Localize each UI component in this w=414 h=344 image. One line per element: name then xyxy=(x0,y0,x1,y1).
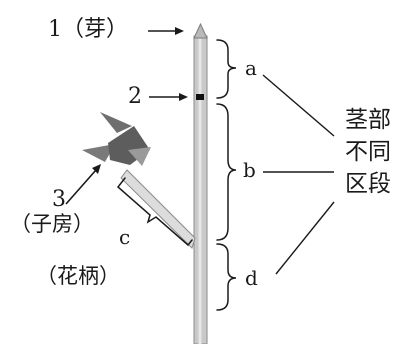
segment-b-letter: b xyxy=(243,158,256,182)
leader-a xyxy=(262,74,335,137)
stem-segments-line: 茎部 xyxy=(345,107,391,133)
ovary-number-label: 3 xyxy=(52,187,66,212)
brace-b xyxy=(216,103,237,241)
pedicel-label: （花柄） xyxy=(36,264,120,288)
segment-a-letter: a xyxy=(245,56,257,80)
stem-segments-line: 不同 xyxy=(345,139,391,165)
brace-a xyxy=(216,39,237,99)
node-mark xyxy=(196,94,204,100)
pedicel xyxy=(120,169,196,249)
bud-label: 1（芽） xyxy=(48,17,128,42)
brace-d xyxy=(216,243,237,311)
ovary-label: （子房） xyxy=(10,212,94,236)
stem-segments-line: 区段 xyxy=(345,171,391,197)
segment-d-letter: d xyxy=(245,266,258,290)
segment-c-letter: c xyxy=(119,225,131,249)
leader-d xyxy=(275,201,335,275)
ovary-arrow xyxy=(65,169,97,205)
ovary-flower xyxy=(82,112,151,166)
stem-segments-label: 茎部 不同 区段 xyxy=(345,104,391,200)
brace-c xyxy=(116,177,193,247)
node-label: 2 xyxy=(128,84,142,109)
bud-tip xyxy=(193,22,208,39)
